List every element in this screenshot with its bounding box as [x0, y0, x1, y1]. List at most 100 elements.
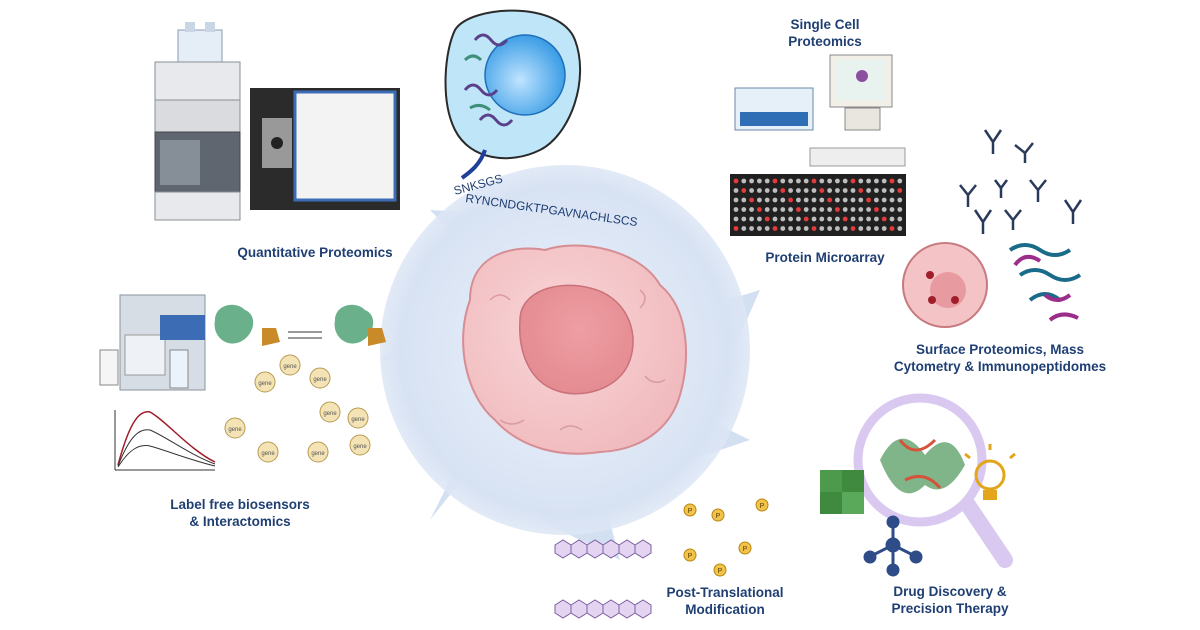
array-spot — [858, 207, 864, 212]
array-spot — [749, 226, 754, 231]
computer-icon — [734, 54, 906, 167]
array-spot — [819, 188, 825, 193]
network-node-label: gene — [311, 451, 325, 457]
phospho-label: P — [718, 568, 723, 575]
array-spot — [757, 207, 762, 212]
phospho-marker — [683, 503, 697, 517]
array-spot — [788, 197, 793, 203]
array-spot — [803, 216, 809, 222]
array-spot — [819, 207, 825, 212]
array-spot — [780, 178, 786, 184]
network-node — [224, 417, 246, 439]
label-protein-microarray: Protein Microarray — [745, 249, 905, 266]
phospho-marker — [711, 508, 725, 522]
label-line: Label free biosensors — [170, 497, 310, 512]
array-spot — [788, 188, 793, 193]
array-spot — [749, 216, 754, 222]
network-node-label: gene — [258, 381, 272, 387]
array-spot — [757, 216, 762, 222]
array-spot — [858, 188, 864, 193]
array-spot — [803, 207, 809, 212]
array-spot — [850, 197, 856, 203]
array-spot — [811, 178, 817, 184]
phospho-marker — [738, 541, 752, 555]
array-spot — [881, 197, 887, 203]
sugar-hexagon — [618, 599, 636, 619]
array-spot — [835, 197, 840, 203]
label-line: Quantitative Proteomics — [237, 245, 393, 260]
array-spot — [850, 226, 856, 231]
puzzle-icon — [820, 470, 864, 514]
array-spot — [788, 207, 793, 212]
sugar-hexagon — [586, 599, 604, 619]
label-surface-proteomics: Surface Proteomics, Mass Cytometry & Imm… — [880, 341, 1120, 375]
array-spot — [866, 188, 871, 193]
array-spot — [897, 178, 903, 184]
phospho-marker — [713, 563, 727, 577]
array-spot — [772, 216, 778, 222]
array-spot — [733, 197, 739, 203]
network-node — [307, 441, 329, 463]
phospho-label: P — [716, 513, 721, 520]
array-spot — [874, 207, 879, 212]
array-spot — [819, 178, 825, 184]
biosensor-instrument-icon — [99, 294, 216, 471]
label-line: Drug Discovery & — [893, 584, 1007, 599]
array-spot — [780, 197, 786, 203]
label-line: Post-Translational — [666, 585, 784, 600]
array-spot — [866, 216, 871, 222]
label-quantitative-proteomics: Quantitative Proteomics — [220, 244, 410, 261]
array-spot — [858, 216, 864, 222]
lc-ms-instrument-icon — [154, 22, 400, 221]
array-spot — [749, 197, 754, 203]
array-spot — [803, 188, 809, 193]
array-spot — [874, 216, 879, 222]
array-spot — [741, 216, 747, 222]
array-spot — [858, 178, 864, 184]
sugar-hexagon — [554, 599, 572, 619]
network-node — [309, 367, 331, 389]
array-spot — [811, 197, 817, 203]
array-spot — [866, 197, 871, 203]
array-spot — [741, 197, 747, 203]
array-spot — [780, 226, 786, 231]
array-spot — [897, 207, 903, 212]
sugar-hexagon — [602, 599, 620, 619]
array-spot — [842, 216, 848, 222]
array-spot — [835, 207, 840, 212]
array-spot — [827, 216, 832, 222]
array-spot — [796, 178, 801, 184]
network-node — [279, 354, 301, 376]
central-cell — [462, 244, 687, 455]
array-spot — [741, 188, 747, 193]
array-spot — [889, 216, 895, 222]
array-spot — [811, 226, 817, 231]
array-spot — [842, 178, 848, 184]
array-spot — [764, 178, 770, 184]
array-spot — [733, 207, 739, 212]
label-drug-discovery: Drug Discovery & Precision Therapy — [870, 583, 1030, 617]
array-spot — [866, 226, 871, 231]
array-spot — [788, 216, 793, 222]
label-line: Cytometry & Immunopeptidomes — [893, 359, 1107, 374]
array-spot — [796, 226, 801, 231]
phospho-label: P — [743, 546, 748, 553]
array-spot — [850, 178, 856, 184]
array-spot — [764, 188, 770, 193]
array-spot — [796, 207, 801, 212]
label-biosensors: Label free biosensors & Interactomics — [140, 496, 340, 530]
tumor-cell-icon — [902, 242, 1082, 328]
microarray-icon — [730, 174, 906, 236]
lightbulb-icon — [964, 444, 1016, 500]
array-spot — [757, 178, 762, 184]
protein-complex-icon — [214, 304, 386, 346]
array-spot — [741, 207, 747, 212]
array-spot — [827, 188, 832, 193]
array-spot — [881, 216, 887, 222]
array-spot — [889, 188, 895, 193]
array-spot — [733, 178, 739, 184]
array-spot — [780, 188, 786, 193]
label-single-cell-proteomics: Single Cell Proteomics — [760, 16, 890, 50]
